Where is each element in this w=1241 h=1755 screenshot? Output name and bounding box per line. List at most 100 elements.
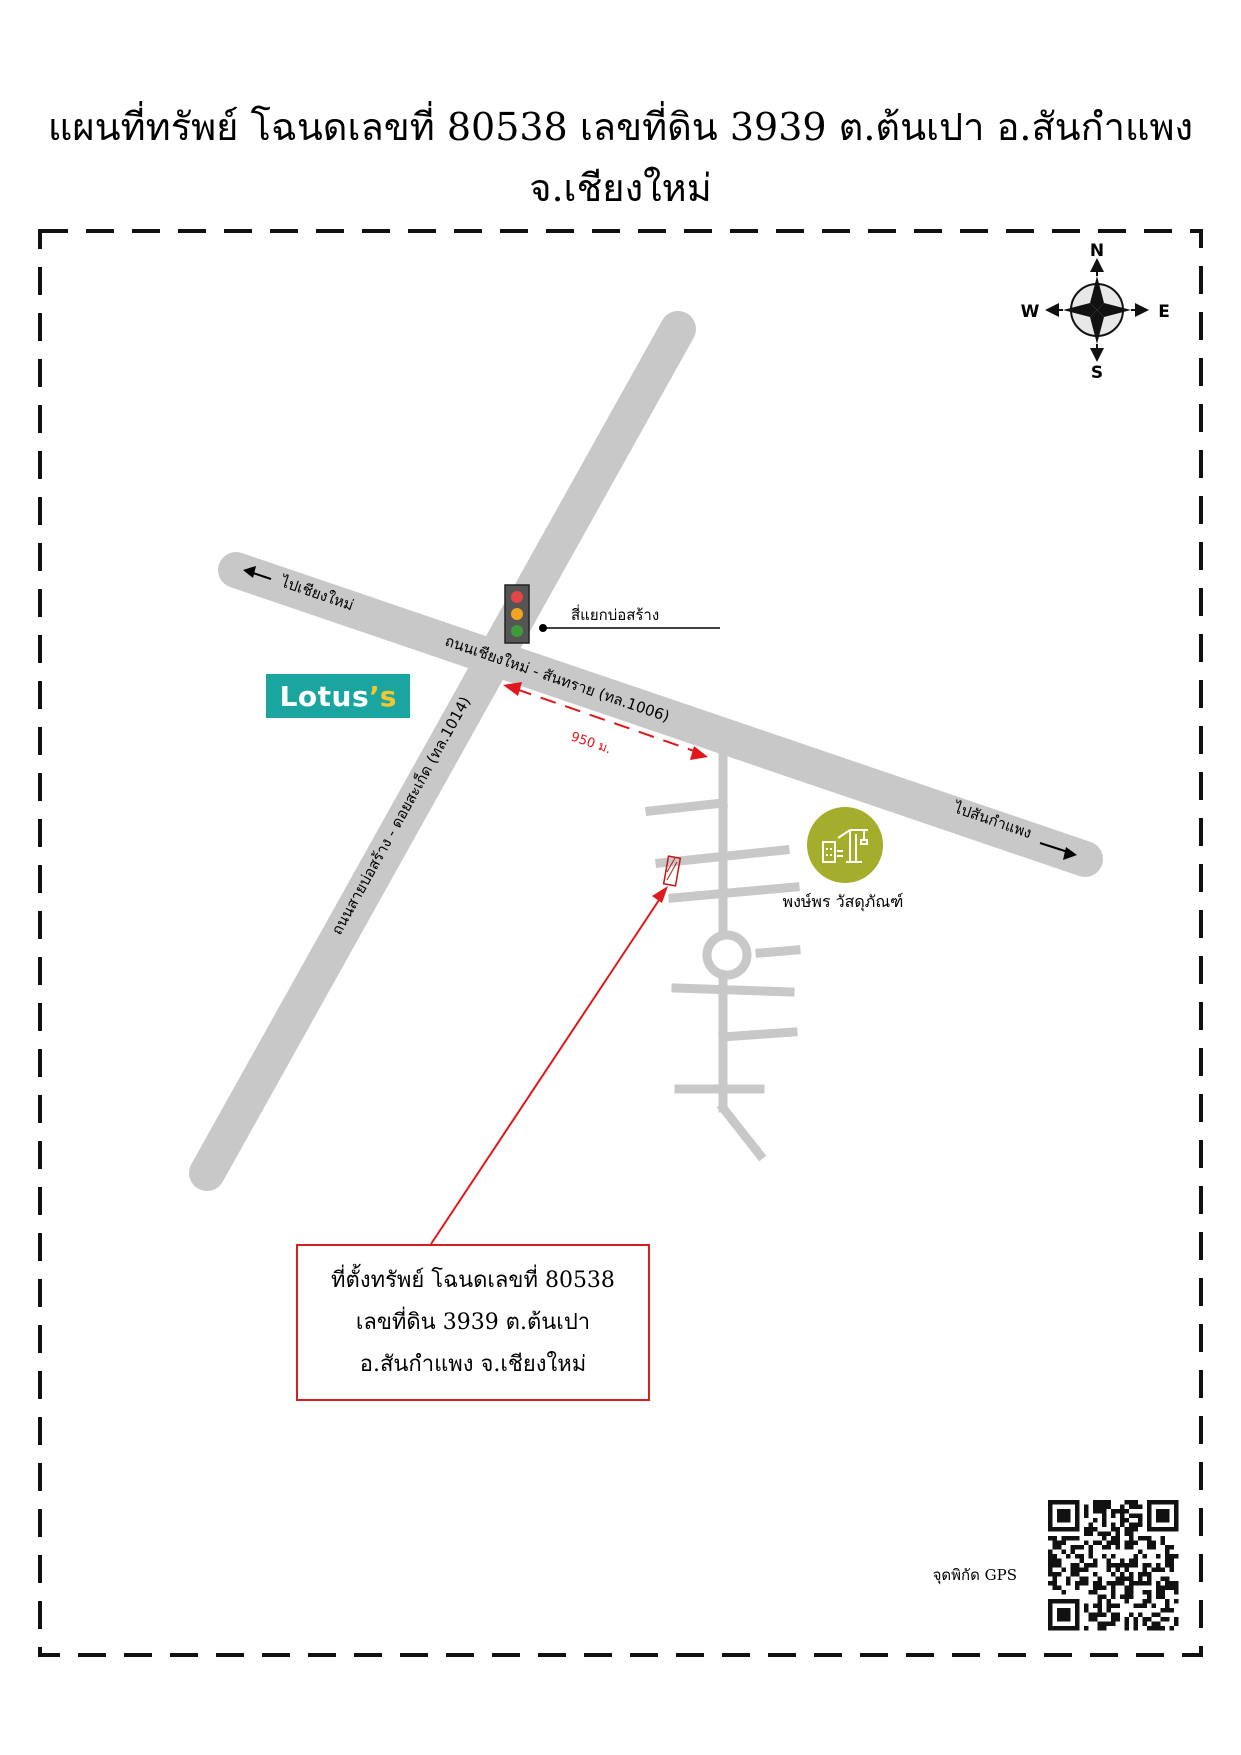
qr-module: [1093, 1558, 1098, 1563]
qr-module: [1075, 1572, 1080, 1577]
qr-module: [1111, 1527, 1116, 1532]
qr-module: [1169, 1567, 1174, 1572]
qr-module: [1097, 1594, 1102, 1599]
qr-module: [1052, 1558, 1057, 1563]
qr-module: [1151, 1545, 1156, 1550]
gps-label: จุดพิกัด GPS: [933, 1566, 1017, 1585]
qr-module: [1129, 1500, 1134, 1505]
qr-module: [1097, 1540, 1102, 1545]
compass-w: W: [1021, 302, 1040, 322]
qr-module: [1097, 1608, 1102, 1613]
qr-module: [1048, 1549, 1053, 1554]
qr-module: [1093, 1527, 1098, 1532]
qr-module: [1151, 1603, 1156, 1608]
qr-module: [1075, 1581, 1080, 1586]
qr-module: [1115, 1527, 1120, 1532]
qr-module: [1115, 1617, 1120, 1622]
qr-module: [1138, 1576, 1143, 1581]
qr-module: [1088, 1612, 1093, 1617]
qr-module: [1124, 1540, 1129, 1545]
gps-qr-code[interactable]: [1046, 1498, 1181, 1633]
qr-module: [1061, 1549, 1066, 1554]
qr-module: [1084, 1603, 1089, 1608]
qr-module: [1165, 1563, 1170, 1568]
store-label: พงษ์พร วัสดุภัณฑ์: [783, 892, 904, 912]
side-streets: [645, 745, 801, 1162]
qr-module: [1093, 1563, 1098, 1568]
qr-module: [1066, 1581, 1071, 1586]
qr-module: [1093, 1603, 1098, 1608]
qr-module: [1048, 1563, 1053, 1568]
qr-module: [1106, 1558, 1111, 1563]
qr-module: [1057, 1563, 1062, 1568]
qr-module: [1169, 1545, 1174, 1550]
qr-module: [1124, 1527, 1129, 1532]
qr-module: [1165, 1599, 1170, 1604]
qr-module: [1102, 1621, 1107, 1626]
qr-module: [1102, 1522, 1107, 1527]
qr-module: [1057, 1572, 1062, 1577]
qr-module: [1165, 1603, 1170, 1608]
qr-module: [1156, 1585, 1161, 1590]
qr-module: [1124, 1617, 1129, 1622]
qr-module: [1124, 1563, 1129, 1568]
qr-module: [1088, 1617, 1093, 1622]
qr-module: [1129, 1572, 1134, 1577]
qr-module: [1111, 1513, 1116, 1518]
qr-module: [1048, 1581, 1053, 1586]
qr-module: [1106, 1603, 1111, 1608]
qr-module: [1111, 1563, 1116, 1568]
qr-module: [1093, 1500, 1098, 1505]
qr-module: [1102, 1518, 1107, 1523]
qr-module: [1165, 1585, 1170, 1590]
qr-module: [1102, 1612, 1107, 1617]
qr-module: [1088, 1522, 1093, 1527]
qr-module: [1151, 1567, 1156, 1572]
qr-module: [1084, 1513, 1089, 1518]
qr-module: [1142, 1599, 1147, 1604]
qr-module: [1111, 1603, 1116, 1608]
qr-module: [1115, 1509, 1120, 1514]
qr-module: [1147, 1617, 1152, 1622]
qr-module: [1160, 1590, 1165, 1595]
qr-module: [1102, 1554, 1107, 1559]
qr-module: [1133, 1504, 1138, 1509]
qr-module: [1138, 1581, 1143, 1586]
qr-module: [1102, 1536, 1107, 1541]
qr-module: [1120, 1594, 1125, 1599]
qr-module: [1111, 1536, 1116, 1541]
qr-module: [1142, 1572, 1147, 1577]
qr-module: [1124, 1500, 1129, 1505]
store-icon: [807, 807, 883, 883]
qr-module: [1120, 1563, 1125, 1568]
qr-module: [1115, 1563, 1120, 1568]
qr-module: [1120, 1513, 1125, 1518]
qr-module: [1160, 1576, 1165, 1581]
qr-module: [1138, 1518, 1143, 1523]
qr-module: [1142, 1590, 1147, 1595]
qr-module: [1093, 1572, 1098, 1577]
qr-module: [1106, 1504, 1111, 1509]
page-title: แผนที่ทรัพย์ โฉนดเลขที่ 80538 เลขที่ดิน …: [47, 105, 1194, 210]
qr-module: [1048, 1536, 1053, 1541]
qr-module: [1138, 1513, 1143, 1518]
qr-module: [1097, 1576, 1102, 1581]
qr-module: [1133, 1563, 1138, 1568]
qr-module: [1120, 1509, 1125, 1514]
qr-module: [1106, 1599, 1111, 1604]
qr-module: [1129, 1513, 1134, 1518]
qr-module: [1133, 1540, 1138, 1545]
qr-module: [1138, 1522, 1143, 1527]
qr-module: [1129, 1612, 1134, 1617]
qr-module: [1097, 1626, 1102, 1631]
lotus-logo-suffix: ’s: [369, 679, 397, 713]
qr-module: [1165, 1545, 1170, 1550]
qr-module: [1169, 1563, 1174, 1568]
qr-module: [1052, 1536, 1057, 1541]
qr-module: [1111, 1590, 1116, 1595]
qr-module: [1075, 1536, 1080, 1541]
qr-module: [1142, 1563, 1147, 1568]
callout-line-2: เลขที่ดิน 3939 ต.ต้นเปา: [355, 1309, 591, 1335]
